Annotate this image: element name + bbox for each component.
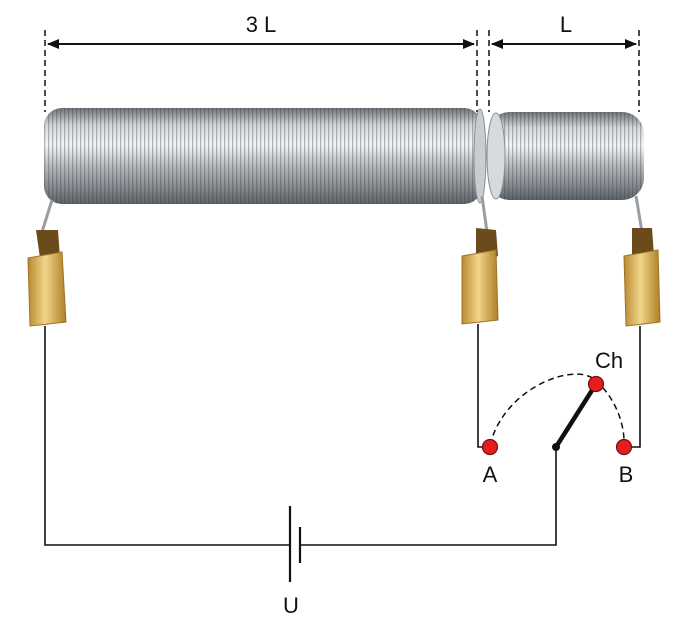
switch-arm <box>553 381 599 450</box>
wire-source-to-pivot <box>300 447 557 546</box>
wire-middle-to-a <box>477 324 490 448</box>
switch-contact <box>587 375 605 393</box>
clip-middle <box>461 228 499 325</box>
voltage-source <box>288 506 302 582</box>
dimension-guides <box>44 30 640 112</box>
clip-right <box>623 228 661 327</box>
source-label: U <box>283 593 299 618</box>
terminal-a-label: A <box>483 462 498 487</box>
circuit-wires <box>44 324 641 546</box>
coil-leads <box>40 195 644 233</box>
short-coil <box>486 112 644 200</box>
terminal-b-label: B <box>619 462 634 487</box>
wire-left-to-source <box>44 326 290 546</box>
switch-label: Ch <box>595 348 623 373</box>
long-coil-length-label: 3 L <box>246 12 277 37</box>
short-coil-length-label: L <box>560 12 572 37</box>
switch-pivot <box>552 443 560 451</box>
contact-b <box>615 438 633 456</box>
long-coil <box>44 108 487 204</box>
wire-right-to-b <box>624 326 641 448</box>
clip-left <box>27 230 67 327</box>
contact-a <box>481 438 499 456</box>
